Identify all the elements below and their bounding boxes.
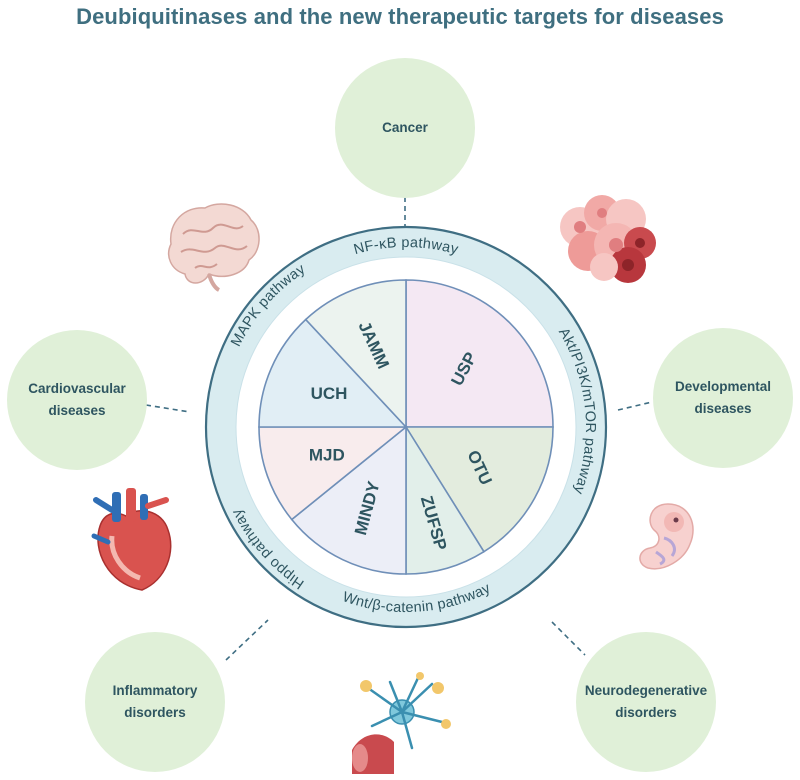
- pathway-label-nfkb: NF-κB pathway: [352, 235, 460, 258]
- inflammatory-circle: [85, 632, 225, 772]
- sector-mindy: [290, 425, 407, 575]
- sector-mjd: [258, 426, 409, 521]
- heart-icon: [91, 488, 172, 591]
- tumor-cells-icon: [560, 195, 656, 283]
- dub-label-uch: UCH: [311, 384, 348, 403]
- sector-otu: [404, 426, 554, 553]
- cancer-circle: [335, 58, 475, 198]
- sector-jamm: [304, 279, 407, 430]
- embryo-icon: [639, 503, 694, 570]
- cardiovascular-circle: [7, 330, 147, 470]
- disease-label-cancer: Cancer: [382, 120, 428, 135]
- sector-zufsp: [405, 424, 486, 575]
- developmental-circle: [653, 328, 793, 468]
- neurodegenerative-circle: [576, 632, 716, 772]
- connectors: [145, 197, 653, 661]
- dub-label-mjd: MJD: [309, 446, 345, 465]
- brain-icon: [167, 203, 260, 292]
- sector-uch: [258, 318, 408, 428]
- diagram-title: Deubiquitinases and the new therapeutic …: [76, 4, 724, 29]
- neuron-vessel-icon: [352, 672, 451, 774]
- sector-usp: [405, 279, 554, 428]
